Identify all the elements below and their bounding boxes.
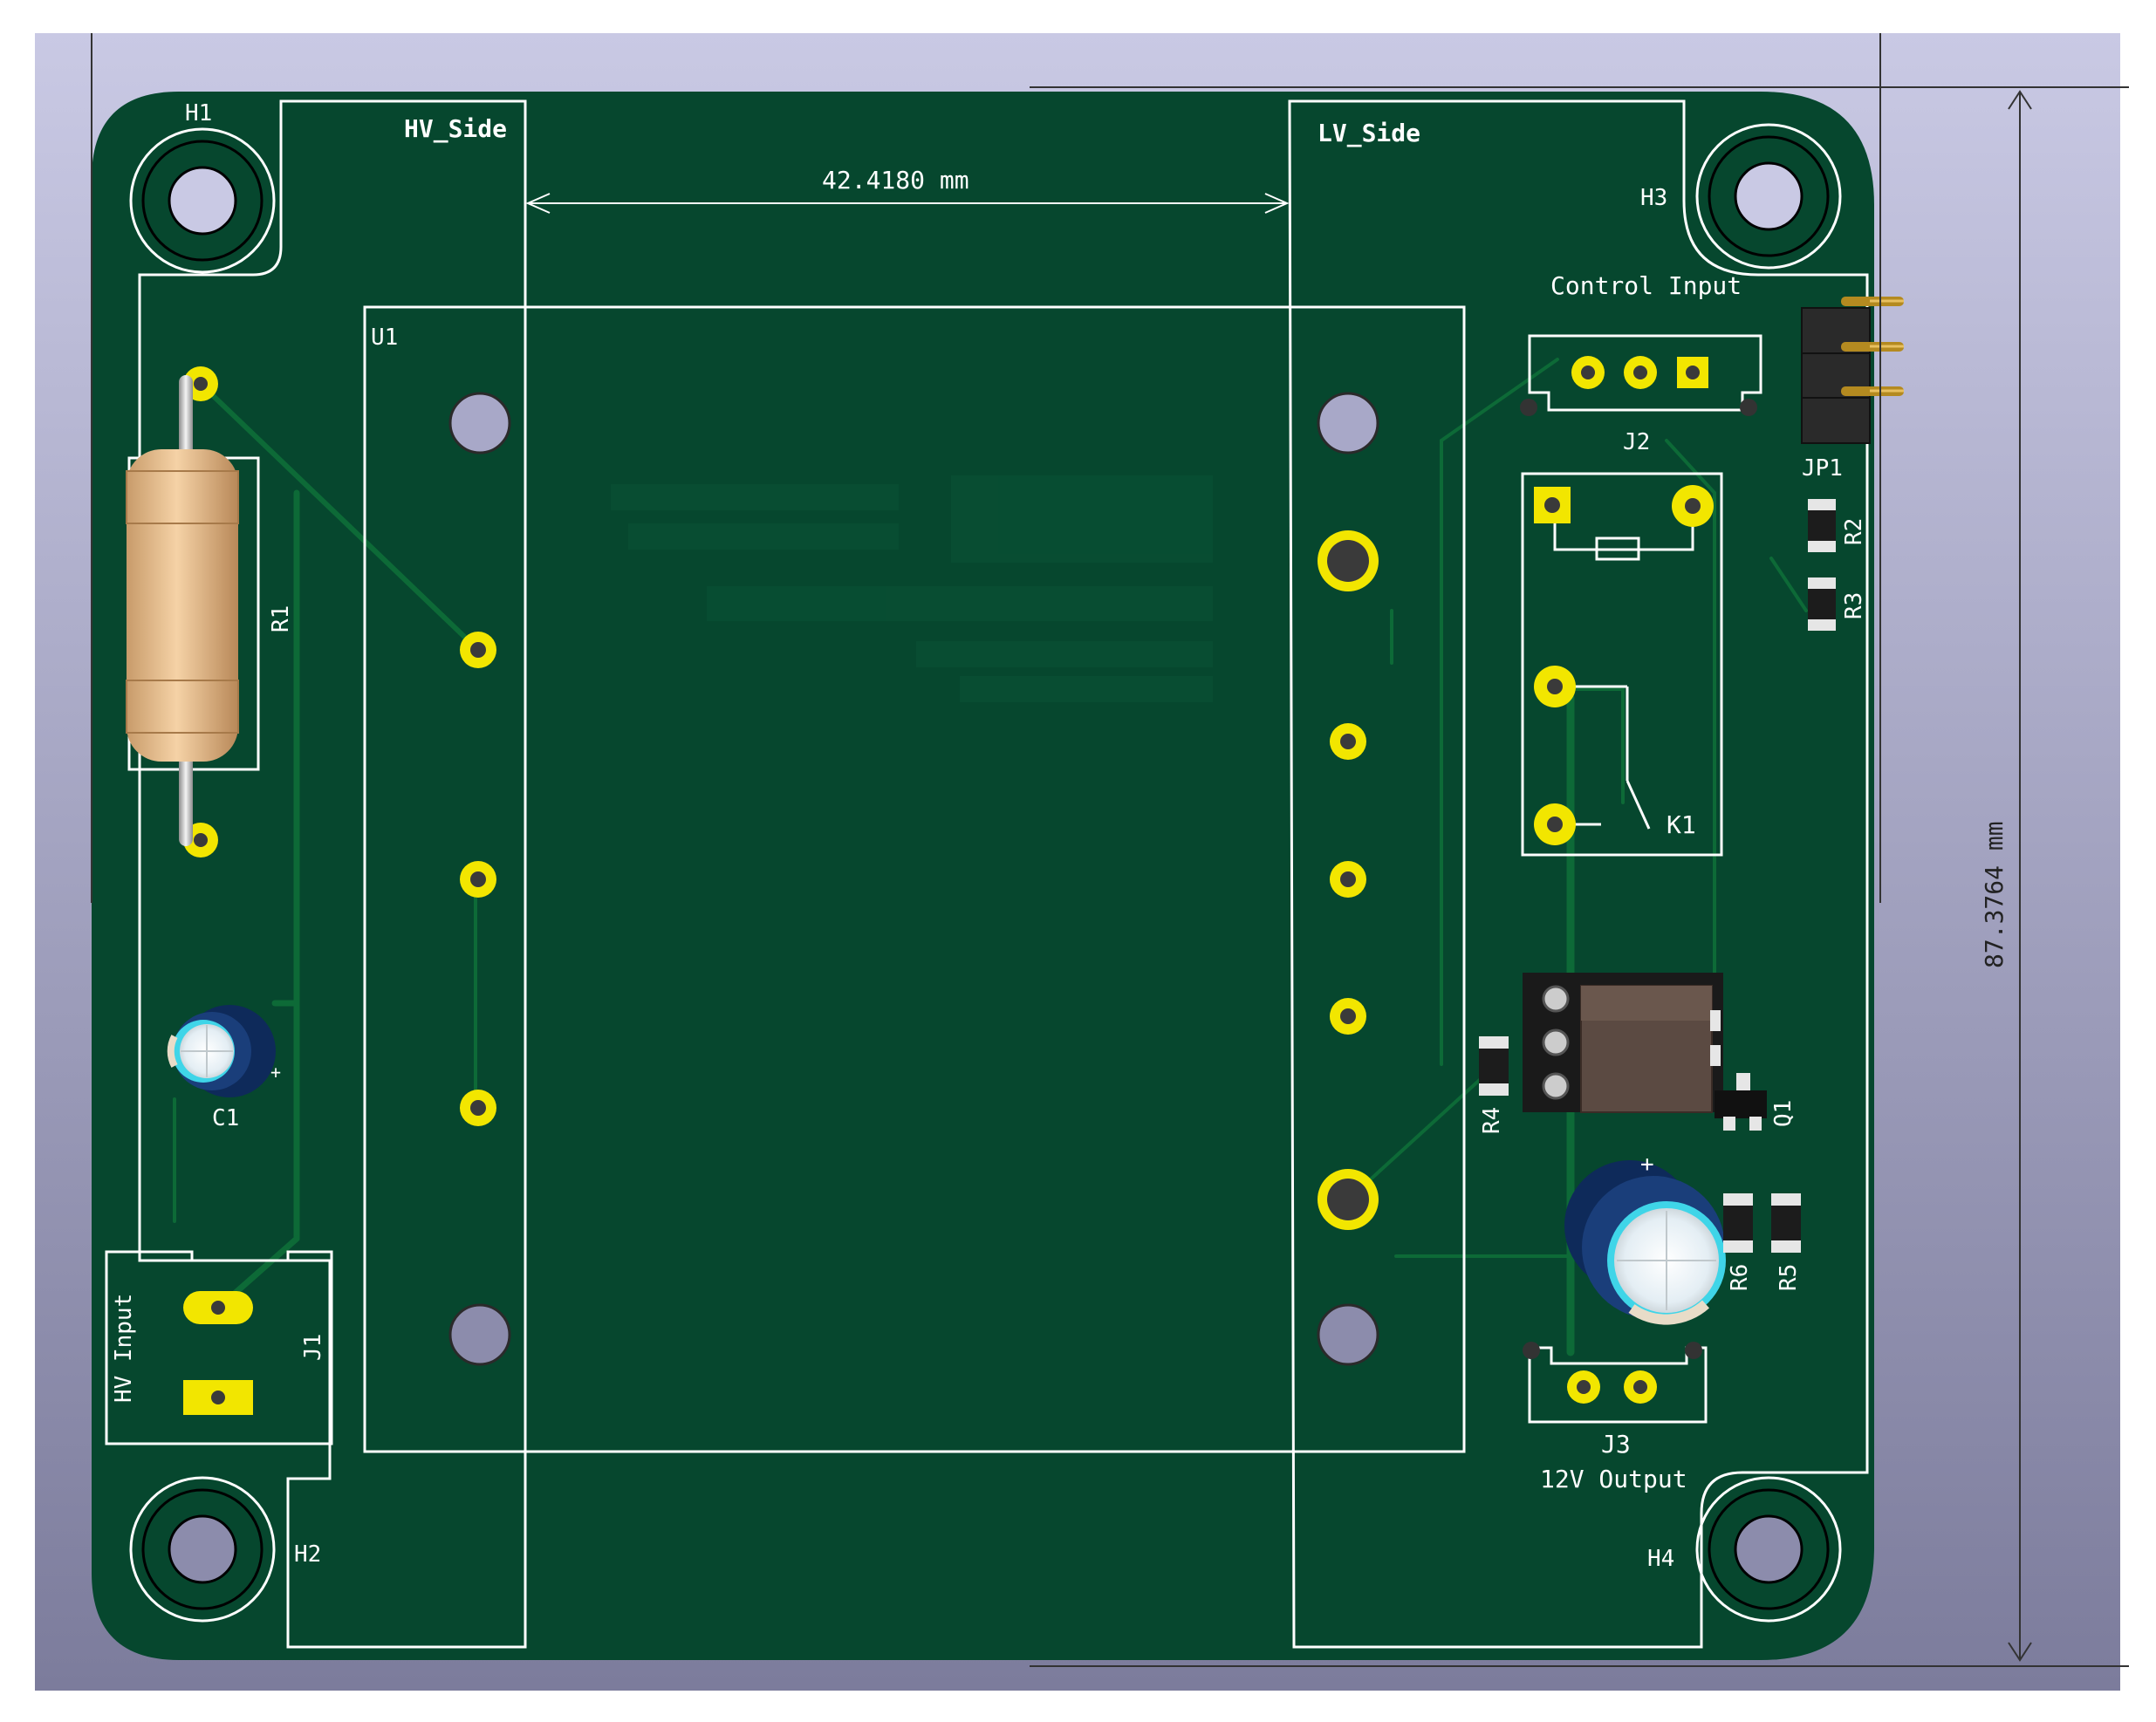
smd-resistor-r6 bbox=[1723, 1193, 1753, 1253]
hv-input-label: HV Input bbox=[111, 1294, 137, 1403]
electrolytic-capacitor-icon: + bbox=[1564, 1151, 1726, 1325]
smd-resistors bbox=[1479, 499, 1836, 1253]
pad-drills bbox=[194, 366, 1701, 1404]
control-input-label: Control Input bbox=[1550, 271, 1742, 300]
mounting-hole-h2 bbox=[141, 1488, 264, 1610]
horizontal-dimension-label: 42.4180 mm bbox=[822, 166, 969, 195]
ref-r4: R4 bbox=[1479, 1107, 1505, 1134]
through-hole-resistor-icon bbox=[126, 375, 239, 846]
pin-header-icon[interactable] bbox=[1801, 297, 1904, 444]
mounting-hole-h3 bbox=[1708, 135, 1830, 257]
ref-jp1: JP1 bbox=[1802, 455, 1843, 482]
ref-r5: R5 bbox=[1776, 1264, 1802, 1291]
smd-resistor-r5 bbox=[1771, 1193, 1801, 1253]
ref-c1: C1 bbox=[212, 1105, 239, 1131]
ref-r2: R2 bbox=[1841, 518, 1867, 545]
to220-transistor-icon bbox=[1523, 973, 1767, 1131]
silkscreen-outlines bbox=[105, 99, 1869, 1649]
dimension-lines bbox=[91, 33, 2129, 1667]
mounting-holes bbox=[141, 135, 1830, 1610]
ref-q1: Q1 bbox=[1770, 1100, 1797, 1127]
dimension-lines-board bbox=[525, 193, 1290, 214]
pcb-board bbox=[92, 92, 1874, 1660]
j2-j3-mounting-pegs bbox=[1520, 399, 1757, 1359]
ref-h2: H2 bbox=[294, 1541, 321, 1568]
ref-r6: R6 bbox=[1727, 1264, 1753, 1291]
electrolytic-capacitor-icon: + bbox=[167, 1005, 281, 1097]
u1-holes bbox=[448, 392, 1379, 1366]
silkscreen-text: H1 H2 H3 H4 HV_Side LV_Side 42.4180 mm U… bbox=[111, 100, 2009, 1572]
mirrored-logo-icon bbox=[611, 475, 1213, 702]
ref-h1: H1 bbox=[185, 100, 212, 126]
svg-text:+: + bbox=[270, 1062, 281, 1083]
hv-side-label: HV_Side bbox=[404, 114, 507, 143]
ref-k1: K1 bbox=[1667, 810, 1696, 839]
ref-j1: J1 bbox=[300, 1334, 326, 1361]
mounting-hole-h4 bbox=[1708, 1488, 1830, 1610]
vertical-dimension-label: 87.3764 mm bbox=[1980, 821, 2009, 968]
ref-r3: R3 bbox=[1841, 592, 1867, 619]
ref-r1: R1 bbox=[268, 605, 294, 632]
ref-j3: J3 bbox=[1601, 1430, 1631, 1459]
smd-resistor-r4 bbox=[1479, 1036, 1509, 1096]
ref-u1: U1 bbox=[371, 325, 398, 351]
smd-resistor-r2 bbox=[1808, 499, 1836, 552]
ref-h3: H3 bbox=[1640, 185, 1667, 211]
svg-text:+: + bbox=[1640, 1151, 1654, 1178]
ref-j2: J2 bbox=[1623, 429, 1650, 455]
mounting-hole-h1 bbox=[141, 140, 264, 262]
output-12v-label: 12V Output bbox=[1540, 1465, 1687, 1493]
ref-h4: H4 bbox=[1647, 1546, 1674, 1572]
smd-resistor-r3 bbox=[1808, 577, 1836, 631]
lv-side-label: LV_Side bbox=[1318, 119, 1420, 147]
